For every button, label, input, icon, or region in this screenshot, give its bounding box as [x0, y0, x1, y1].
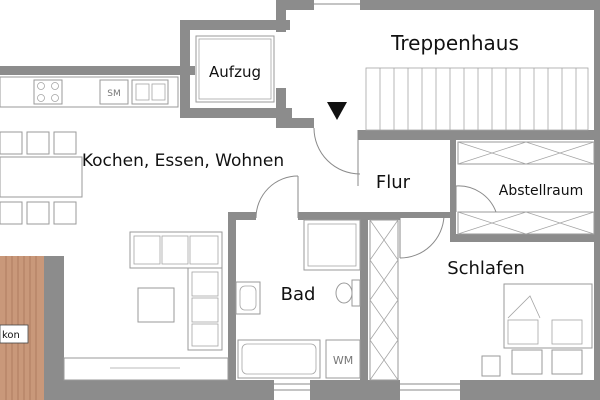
washing-machine — [325, 339, 361, 379]
label-balkon: kon — [2, 330, 20, 341]
washbasin-icon — [235, 281, 261, 315]
label-schlafen: Schlafen — [447, 258, 525, 279]
nightstand — [481, 355, 501, 377]
elevator — [195, 35, 275, 103]
bathroom-fixtures: WM — [235, 175, 361, 379]
dishwasher — [99, 79, 129, 105]
dining-table — [0, 131, 83, 225]
sofa — [129, 231, 223, 351]
bathtub — [237, 339, 321, 379]
stove-icon — [33, 79, 63, 105]
washing-machine-label: WM — [333, 354, 353, 367]
label-flur: Flur — [376, 172, 411, 193]
sink-icon — [131, 79, 169, 105]
bed — [481, 283, 593, 377]
kitchen-counter: SM — [0, 76, 179, 108]
balcony-label: kon — [0, 324, 29, 344]
label-kochen-essen-wohnen: Kochen, Essen, Wohnen — [82, 151, 284, 171]
tv-board — [63, 357, 229, 381]
label-bad: Bad — [281, 284, 316, 305]
label-treppenhaus: Treppenhaus — [390, 31, 519, 55]
wardrobe-flur — [369, 219, 399, 381]
bedroom-door — [399, 215, 445, 259]
dishwasher-label: SM — [107, 89, 120, 99]
label-abstellraum: Abstellraum — [499, 183, 584, 199]
staircase — [327, 67, 589, 131]
label-aufzug: Aufzug — [209, 63, 261, 81]
entrance-arrow-icon — [327, 102, 347, 120]
storage-shelves — [455, 141, 595, 235]
entrance-door — [313, 127, 361, 186]
windows — [274, 3, 460, 391]
toilet-icon — [335, 279, 361, 307]
coffee-table — [137, 287, 175, 323]
shower — [303, 219, 361, 271]
